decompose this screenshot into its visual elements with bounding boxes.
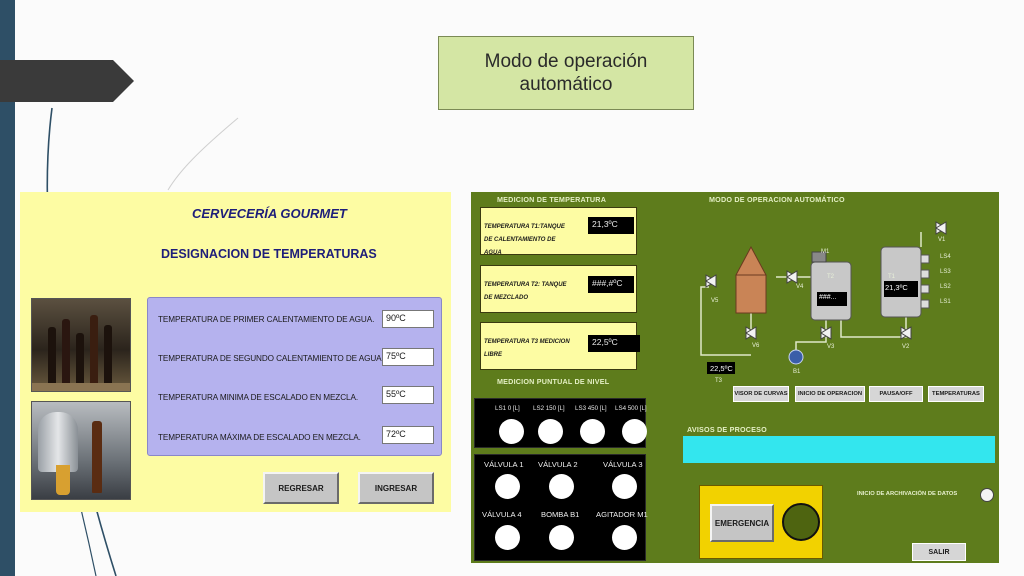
level-label-2: LS2 150 [L]	[533, 405, 565, 412]
valve-v1-label: V1	[938, 237, 946, 243]
beer-bottles-photo	[31, 298, 131, 392]
temp-reading-t3-value: 22,5ºC	[588, 335, 640, 352]
brand-title: CERVECERÍA GOURMET	[192, 206, 347, 221]
slide-title: Modo de operación automático	[484, 51, 648, 95]
temp-reading-t2-value: ###,#ºC	[588, 276, 634, 293]
valve-v3-label: V3	[827, 344, 835, 350]
tank-t2-display: ###...	[819, 294, 837, 301]
valve-2-indicator	[549, 474, 574, 499]
setpoint-label-2: TEMPERATURA DE SEGUNDO CALENTAMIENTO DE …	[158, 354, 384, 363]
setpoint-label-4: TEMPERATURA MÁXIMA DE ESCALADO EN MEZCLA…	[158, 433, 361, 442]
pump-b1-label: BOMBA B1	[541, 510, 580, 519]
emergency-button[interactable]: EMERGENCIA	[710, 504, 774, 542]
setpoint-label-3: TEMPERATURA MINIMA DE ESCALADO EN MEZCLA…	[158, 393, 359, 402]
sensor-ls1-label: LS1	[940, 299, 951, 305]
brewing-equipment-photo	[31, 401, 131, 500]
slide-title-box: Modo de operación automático	[438, 36, 694, 110]
temp-reading-t1-label: TEMPERATURA T1:TANQUE DE CALENTAMIENTO D…	[484, 224, 565, 256]
level-indicator-3	[580, 419, 605, 444]
setpoint-input-1[interactable]: 90ºC	[382, 310, 434, 328]
sensor-ls4-label: LS4	[940, 254, 951, 260]
emergency-panel: EMERGENCIA	[699, 485, 823, 559]
temperature-setpoints-panel: TEMPERATURA DE PRIMER CALENTAMIENTO DE A…	[147, 297, 442, 456]
sensor-ls2-label: LS2	[940, 284, 951, 290]
sensor-ls3-label: LS3	[940, 269, 951, 275]
valve-3-indicator	[612, 474, 637, 499]
curves-viewer-button[interactable]: VISOR DE CURVAS	[733, 386, 789, 402]
agitator-m1-label: AGITADOR M1	[596, 510, 648, 519]
agitator-m1-indicator	[612, 525, 637, 550]
valve-4-label: VÁLVULA 4	[482, 510, 522, 519]
tank-t1-display: 21,3ºC	[885, 283, 908, 292]
exit-button[interactable]: SALIR	[912, 543, 966, 561]
valve-3-label: VÁLVULA 3	[603, 460, 643, 469]
temp-reading-t1: TEMPERATURA T1:TANQUE DE CALENTAMIENTO D…	[480, 207, 637, 256]
valve-v4-label: V4	[796, 284, 804, 290]
emergency-lamp	[782, 503, 820, 541]
valve-2-label: VÁLVULA 2	[538, 460, 578, 469]
enter-button[interactable]: INGRESAR	[358, 472, 434, 504]
back-button[interactable]: REGRESAR	[263, 472, 339, 504]
temperatures-button[interactable]: TEMPERATURAS	[928, 386, 984, 402]
setpoint-input-3[interactable]: 55ºC	[382, 386, 434, 404]
level-label-3: LS3 450 [L]	[575, 405, 607, 412]
start-operation-button[interactable]: INICIO DE OPERACION	[795, 386, 865, 402]
valve-v5-label: V5	[711, 298, 719, 304]
temp-reading-t2: TEMPERATURA T2: TANQUE DE MEZCLADO ###,#…	[480, 265, 637, 313]
setpoint-input-4[interactable]: 72ºC	[382, 426, 434, 444]
temp-reading-t3-label: TEMPERATURA T3 MEDICION LIBRE	[484, 339, 570, 358]
level-label-4: LS4 500 [L]	[615, 405, 647, 412]
process-diagram	[700, 221, 947, 374]
level-sensors-panel: LS1 0 [L] LS2 150 [L] LS3 450 [L] LS4 50…	[474, 398, 647, 448]
valve-v2-label: V2	[902, 344, 910, 350]
pump-b1-indicator	[549, 525, 574, 550]
mode-title: MODO DE OPERACION AUTOMÁTICO	[709, 195, 845, 204]
temperature-settings-screen: CERVECERÍA GOURMET DESIGNACION DE TEMPER…	[20, 192, 451, 512]
level-indicator-4	[622, 419, 647, 444]
pump-b1-diagram-label: B1	[793, 369, 801, 375]
level-indicator-1	[499, 419, 524, 444]
pause-off-button[interactable]: PAUSA/OFF	[869, 386, 923, 402]
level-title: MEDICION PUNTUAL DE NIVEL	[497, 377, 610, 386]
t3-label: T3	[715, 378, 723, 384]
setpoint-label-1: TEMPERATURA DE PRIMER CALENTAMIENTO DE A…	[158, 315, 375, 324]
level-label-1: LS1 0 [L]	[495, 405, 520, 412]
temp-reading-t2-label: TEMPERATURA T2: TANQUE DE MEZCLADO	[484, 282, 567, 301]
temp-measure-title: MEDICION DE TEMPERATURA	[497, 195, 607, 204]
temp-reading-t1-value: 21,3ºC	[588, 217, 634, 234]
tank-t2-label: T2	[827, 274, 835, 280]
data-archive-label: INICIO DE ARCHIVACIÓN DE DATOS	[857, 491, 958, 497]
tank-m1-label: M1	[821, 249, 830, 255]
valve-1-label: VÁLVULA 1	[484, 460, 524, 469]
alerts-title: AVISOS DE PROCESO	[687, 425, 767, 434]
temp-reading-t3: TEMPERATURA T3 MEDICION LIBRE 22,5ºC	[480, 322, 640, 370]
alerts-bar	[683, 436, 995, 463]
level-indicator-2	[538, 419, 563, 444]
tank-t1-label: T1	[888, 274, 896, 280]
slide-accent-bar	[0, 0, 15, 576]
slide-arrow-shape	[0, 60, 134, 102]
outputs-panel: VÁLVULA 1 VÁLVULA 2 VÁLVULA 3 VÁLVULA 4 …	[474, 454, 648, 561]
section-title: DESIGNACION DE TEMPERATURAS	[161, 247, 377, 261]
data-archive-toggle[interactable]	[980, 488, 994, 502]
valve-4-indicator	[495, 525, 520, 550]
automatic-mode-screen: MEDICION DE TEMPERATURA MODO DE OPERACIO…	[471, 192, 999, 563]
valve-v6-label: V6	[752, 343, 760, 349]
valve-1-indicator	[495, 474, 520, 499]
setpoint-input-2[interactable]: 75ºC	[382, 348, 434, 366]
t3-display: 22,5ºC	[710, 364, 733, 373]
